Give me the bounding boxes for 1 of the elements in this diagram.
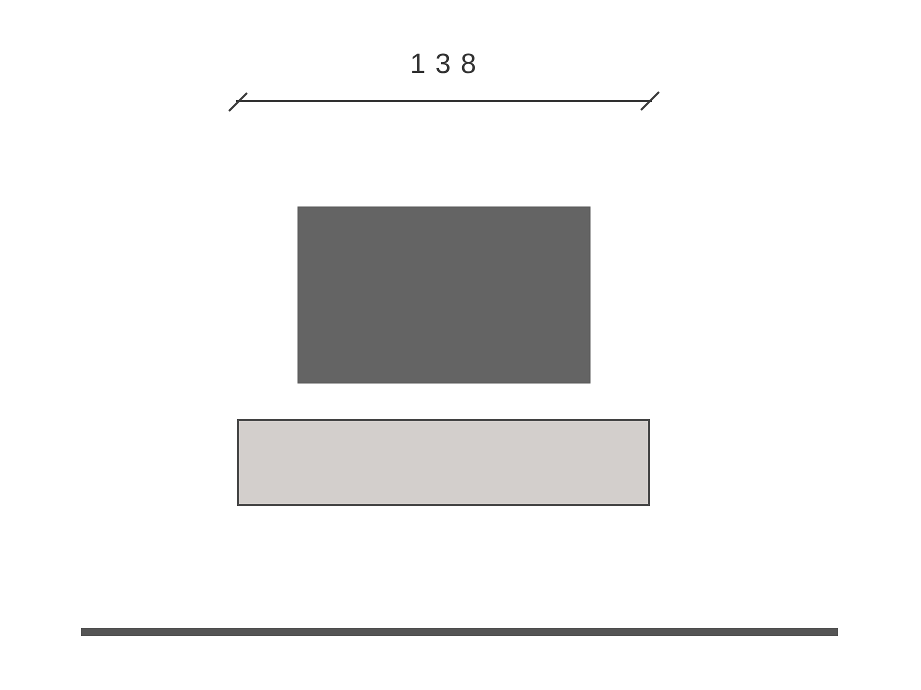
dimension-label: 138 (408, 48, 488, 80)
